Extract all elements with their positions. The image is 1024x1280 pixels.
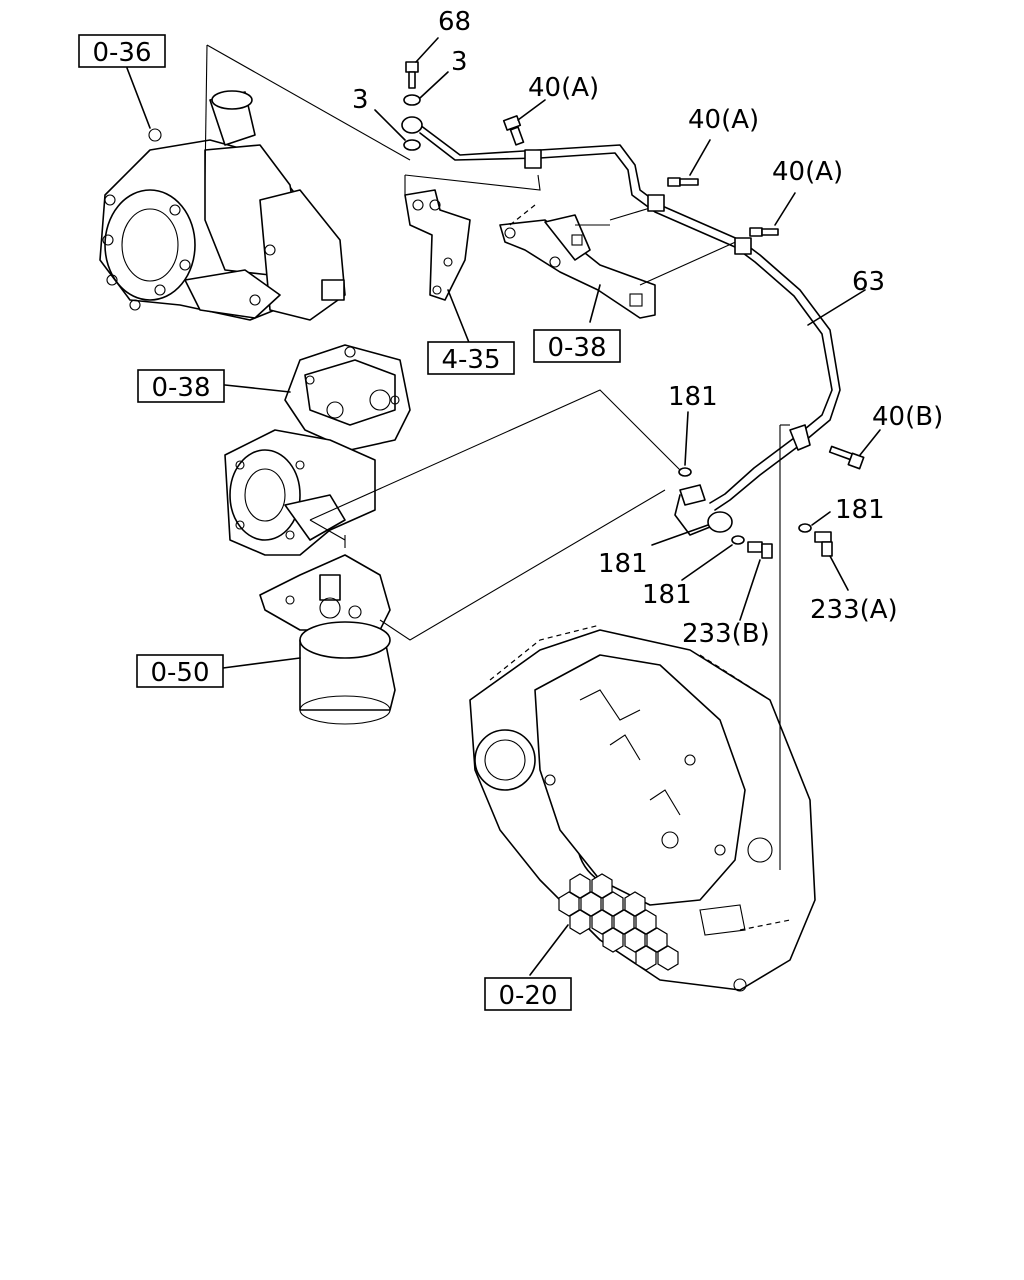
callout-40b: 40(B) — [872, 402, 943, 432]
callout-40a: 40(A) — [688, 105, 759, 135]
bolt-40a-2 — [667, 177, 699, 187]
washer-181-b — [798, 523, 812, 533]
bolt-40a-3 — [749, 227, 779, 237]
air-compressor-part — [224, 344, 411, 556]
bolt-68 — [405, 61, 419, 89]
ref-label: 0-38 — [547, 333, 606, 363]
reference-box-0-20: 0-20 — [484, 977, 572, 1011]
callout-68: 68 — [438, 7, 471, 37]
ref-label: 0-50 — [150, 658, 209, 688]
bolt-40b — [828, 445, 865, 470]
bolt-233a — [814, 531, 833, 557]
washer-181-c — [731, 535, 745, 545]
callout-181: 181 — [835, 495, 885, 525]
flywheel-housing-part — [469, 629, 816, 992]
bolt-40a-1 — [502, 115, 525, 146]
ref-label: 4-35 — [441, 345, 500, 375]
callout-181: 181 — [598, 549, 648, 579]
ref-label: 0-36 — [92, 38, 151, 68]
washer-3-top — [403, 94, 421, 106]
turbocharger-part — [99, 90, 346, 321]
callout-233a: 233(A) — [810, 595, 898, 625]
reference-box-0-38-top: 0-38 — [533, 329, 621, 363]
honeycomb-pattern — [558, 873, 679, 971]
reference-box-0-38-left: 0-38 — [137, 369, 225, 403]
mount-bracket-part — [499, 214, 656, 319]
oil-pipe-part — [401, 116, 841, 536]
washer-181-a — [678, 467, 692, 477]
ref-label: 0-38 — [151, 373, 210, 403]
oil-filter-part — [259, 554, 396, 725]
leader-line — [126, 67, 151, 129]
bracket-part — [404, 189, 471, 301]
callout-233b: 233(B) — [682, 619, 770, 649]
callout-3: 3 — [352, 85, 369, 115]
callout-40a: 40(A) — [772, 157, 843, 187]
reference-box-0-50: 0-50 — [136, 654, 224, 688]
reference-box-4-35: 4-35 — [427, 341, 515, 375]
callout-181: 181 — [668, 382, 718, 412]
ref-label: 0-20 — [498, 981, 557, 1011]
bolt-233b — [747, 541, 773, 559]
washer-3-lower — [403, 139, 421, 151]
callout-3: 3 — [451, 47, 468, 77]
callout-40a: 40(A) — [528, 73, 599, 103]
reference-box-0-36: 0-36 — [78, 34, 166, 68]
callout-63: 63 — [852, 267, 885, 297]
callout-181: 181 — [642, 580, 692, 610]
